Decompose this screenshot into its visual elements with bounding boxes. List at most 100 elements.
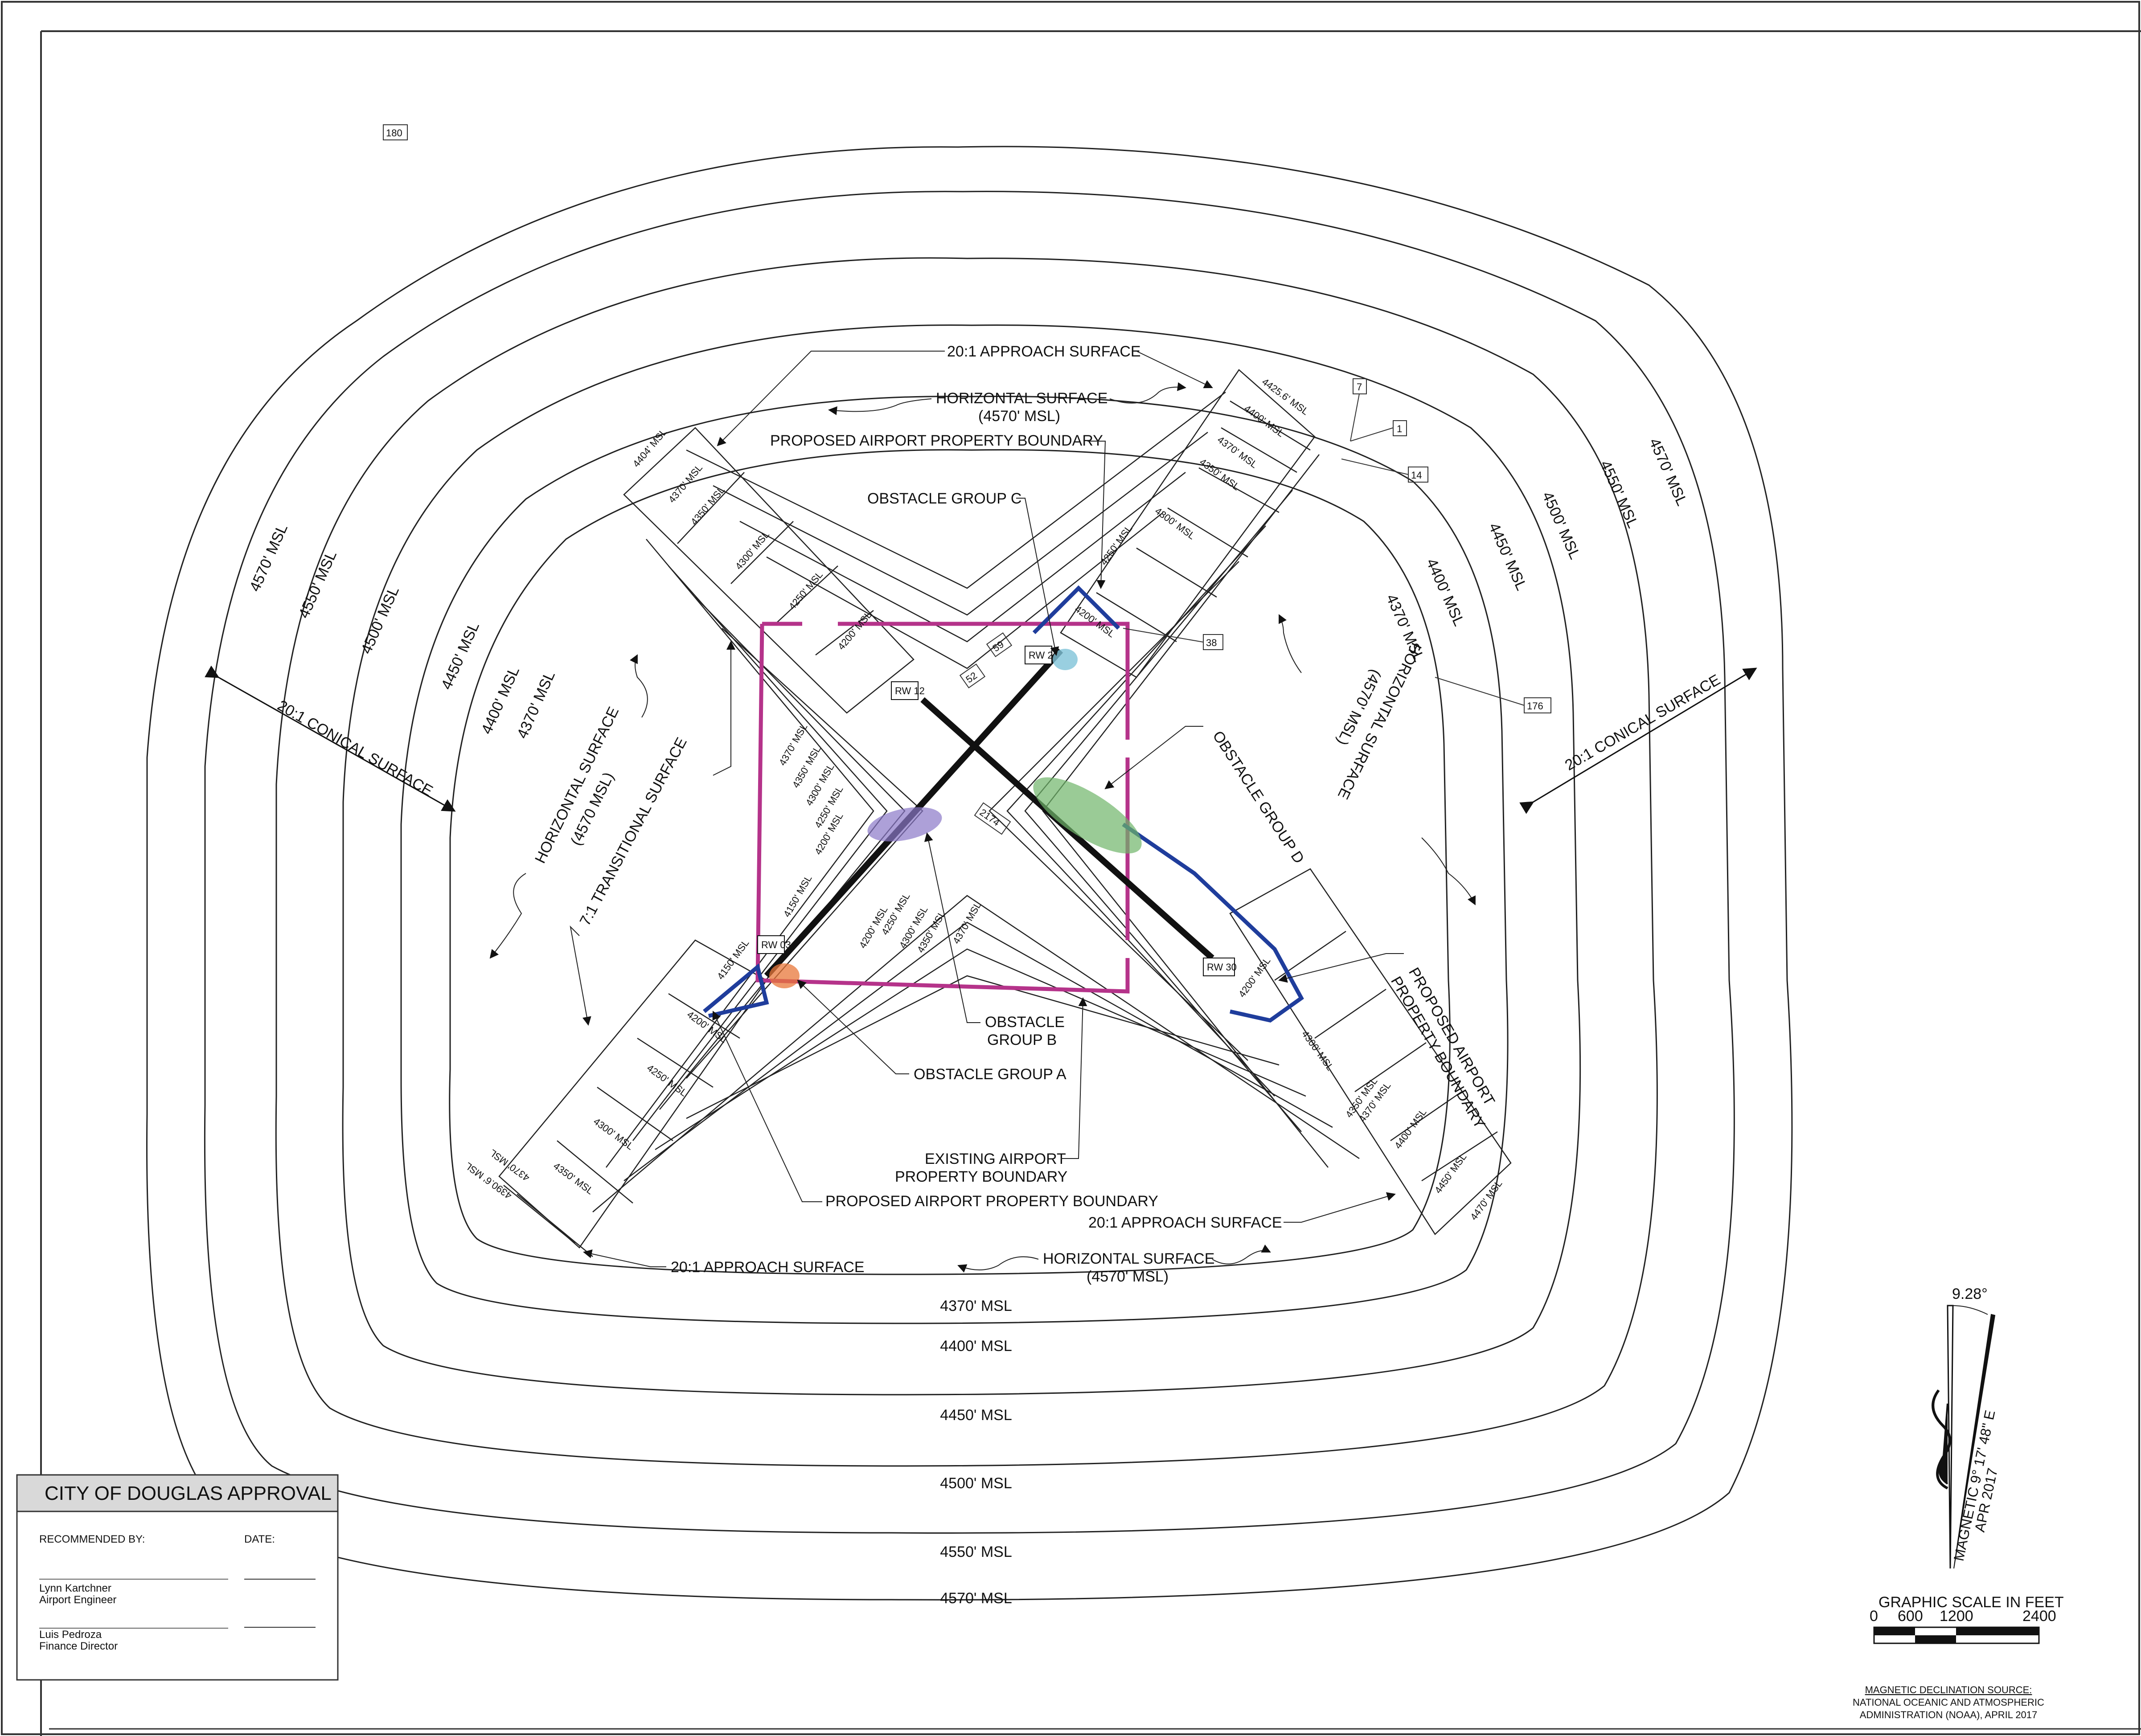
obstacle-tags: 180 7 1 14 38 176 52 59 2174 bbox=[383, 124, 1551, 835]
tag-ne-1: 4400' MSL bbox=[1242, 403, 1286, 439]
contour-4570 bbox=[146, 146, 1793, 1601]
contour-label-b5: 4570' MSL bbox=[940, 1590, 1012, 1607]
scale-tick-2400: 2400 bbox=[2022, 1608, 2056, 1625]
contour-label-l4: 4400' MSL bbox=[478, 664, 523, 737]
contour-label-l2: 4500' MSL bbox=[358, 584, 402, 656]
conical-right-label: 20:1 CONICAL SURFACE bbox=[1562, 671, 1723, 774]
declination-source-3: ADMINISTRATION (NOAA), APRIL 2017 bbox=[1860, 1709, 2038, 1720]
contour-4450 bbox=[342, 324, 1581, 1396]
contour-4400 bbox=[400, 396, 1509, 1324]
obstacle-7: 7 bbox=[1357, 381, 1362, 393]
obstacle-d-label: OBSTACLE GROUP D bbox=[1209, 728, 1308, 867]
obstacle-180: 180 bbox=[386, 127, 402, 139]
scale-title: GRAPHIC SCALE IN FEET bbox=[1879, 1594, 2064, 1611]
approach-bottom-left-label: 20:1 APPROACH SURFACE bbox=[671, 1259, 865, 1276]
obstacle-group-b bbox=[867, 807, 942, 842]
contour-label-b2: 4450' MSL bbox=[940, 1407, 1012, 1424]
tag-nw-2: 4350' MSL bbox=[689, 484, 727, 527]
declination-source-2: NATIONAL OCEANIC AND ATMOSPHERIC bbox=[1853, 1697, 2044, 1708]
rw12-label: RW 12 bbox=[895, 685, 925, 696]
trans-tag-10: 4370' MSL bbox=[951, 900, 984, 946]
obstacle-group-a bbox=[769, 963, 800, 988]
conical-right: 20:1 CONICAL SURFACE bbox=[1519, 667, 1757, 814]
horizontal-top-label: HORIZONTAL SURFACE bbox=[936, 390, 1107, 407]
rw03-label: RW 03 bbox=[761, 939, 791, 950]
obstacle-group-d bbox=[1033, 777, 1142, 854]
declination-source-1: MAGNETIC DECLINATION SOURCE: bbox=[1865, 1684, 2032, 1695]
obstacle-52: 52 bbox=[964, 670, 979, 685]
conical-left-label: 20:1 CONICAL SURFACE bbox=[275, 697, 436, 800]
contour-label-b3: 4500' MSL bbox=[940, 1475, 1012, 1492]
contour-labels-bottom: 4370' MSL 4400' MSL 4450' MSL 4500' MSL … bbox=[940, 1298, 1012, 1607]
contour-label-r1: 4550' MSL bbox=[1597, 458, 1641, 531]
horizontal-bottom-sub: (4570' MSL) bbox=[1087, 1268, 1169, 1285]
declination-angle: 9.28° bbox=[1952, 1286, 1988, 1302]
scale-tick-0: 0 bbox=[1870, 1608, 1878, 1625]
obstacle-c-label: OBSTACLE GROUP C bbox=[867, 490, 1021, 507]
contour-label-r4: 4400' MSL bbox=[1423, 556, 1468, 629]
tag-nw-5: 4200' MSL bbox=[836, 609, 874, 652]
horizontal-top-sub: (4570' MSL) bbox=[978, 408, 1060, 425]
tag-ne-5: 4250' MSL bbox=[1098, 523, 1135, 567]
signer1-role: Airport Engineer bbox=[39, 1594, 116, 1606]
tag-nw-4: 4250' MSL bbox=[787, 569, 825, 612]
approach-surface-ne bbox=[1060, 369, 1316, 678]
obstacle-b-label-1: OBSTACLE bbox=[985, 1014, 1065, 1031]
obstacle-176: 176 bbox=[1527, 700, 1543, 712]
existing-property-boundary bbox=[755, 622, 1130, 994]
existing-boundary-label-2: PROPERTY BOUNDARY bbox=[895, 1168, 1067, 1185]
graphic-scale: GRAPHIC SCALE IN FEET 0 600 1200 2400 bbox=[1870, 1594, 2064, 1644]
obstacle-14: 14 bbox=[1411, 470, 1422, 481]
magnetic-north-arrow bbox=[1953, 1314, 1996, 1569]
contour-rings bbox=[146, 146, 1793, 1601]
approach-surface-se bbox=[1229, 868, 1512, 1235]
tag-sw-2: 4350' MSL bbox=[551, 1160, 595, 1197]
contour-label-l5: 4370' MSL bbox=[514, 668, 558, 741]
tag-ne-2: 4370' MSL bbox=[1215, 434, 1259, 471]
date-label: DATE: bbox=[244, 1533, 275, 1545]
obstacle-group-c bbox=[1053, 649, 1078, 670]
tag-se-4: 4400' MSL bbox=[1392, 1107, 1429, 1151]
contour-label-b4: 4550' MSL bbox=[940, 1544, 1012, 1560]
tag-sw-3: 4300' MSL bbox=[591, 1116, 636, 1152]
north-arrow: 9.28° MAGNETIC 9° 17' 48" E APR 2017 bbox=[1932, 1286, 2001, 1569]
approach-tags-sw: 4390.6' MSL 4370' MSL 4350' MSL 4300' MS… bbox=[463, 938, 751, 1201]
approach-tags-nw: 4404' MSL 4370' MSL 4350' MSL 4300' MSL … bbox=[631, 426, 874, 652]
rw30-label: RW 30 bbox=[1207, 962, 1237, 973]
horizontal-bottom-label: HORIZONTAL SURFACE bbox=[1043, 1250, 1214, 1267]
contour-4550 bbox=[204, 191, 1735, 1534]
obstacle-38: 38 bbox=[1206, 637, 1217, 648]
scale-tick-1200: 1200 bbox=[1940, 1608, 1973, 1625]
proposed-boundary-top-label: PROPOSED AIRPORT PROPERTY BOUNDARY bbox=[770, 432, 1103, 449]
obstacle-1: 1 bbox=[1397, 423, 1402, 434]
recommended-by-label: RECOMMENDED BY: bbox=[39, 1533, 145, 1545]
contour-label-l3: 4450' MSL bbox=[438, 619, 483, 692]
tag-ne-3: 4350' MSL bbox=[1198, 456, 1242, 493]
tag-nw-0: 4404' MSL bbox=[631, 426, 669, 469]
obstacle-a-label: OBSTACLE GROUP A bbox=[914, 1066, 1066, 1083]
contour-label-b0: 4370' MSL bbox=[940, 1298, 1012, 1314]
tag-se-5: 4450' MSL bbox=[1432, 1151, 1469, 1196]
tag-se-1: 4300' MSL bbox=[1300, 1028, 1336, 1073]
conical-left: 20:1 CONICAL SURFACE bbox=[205, 665, 456, 812]
contour-label-r3: 4450' MSL bbox=[1485, 520, 1530, 593]
proposed-boundary-bottom-label: PROPOSED AIRPORT PROPERTY BOUNDARY bbox=[825, 1193, 1158, 1210]
declination-source: MAGNETIC DECLINATION SOURCE: NATIONAL OC… bbox=[1853, 1684, 2044, 1720]
signer2-role: Finance Director bbox=[39, 1640, 118, 1652]
approach-bottom-right-label: 20:1 APPROACH SURFACE bbox=[1088, 1214, 1282, 1231]
tag-se-6: 4470' MSL bbox=[1468, 1178, 1505, 1222]
signer2-name: Luis Pedroza bbox=[39, 1629, 102, 1641]
tag-se-0: 4200' MSL bbox=[1236, 955, 1273, 999]
contour-label-l1: 4550' MSL bbox=[295, 548, 340, 621]
signer1-name: Lynn Kartchner bbox=[39, 1582, 111, 1594]
approval-block: CITY OF DOUGLAS APPROVAL RECOMMENDED BY:… bbox=[16, 1474, 339, 1681]
obstacle-59: 59 bbox=[991, 639, 1006, 654]
existing-boundary-label-1: EXISTING AIRPORT bbox=[925, 1151, 1066, 1167]
scale-tick-600: 600 bbox=[1898, 1608, 1923, 1625]
obstacle-b-label-2: GROUP B bbox=[987, 1032, 1057, 1048]
approach-top-label: 20:1 APPROACH SURFACE bbox=[947, 343, 1141, 360]
tag-ne-4: 4300' MSL bbox=[1153, 505, 1197, 542]
contour-label-l0: 4570' MSL bbox=[246, 521, 291, 594]
